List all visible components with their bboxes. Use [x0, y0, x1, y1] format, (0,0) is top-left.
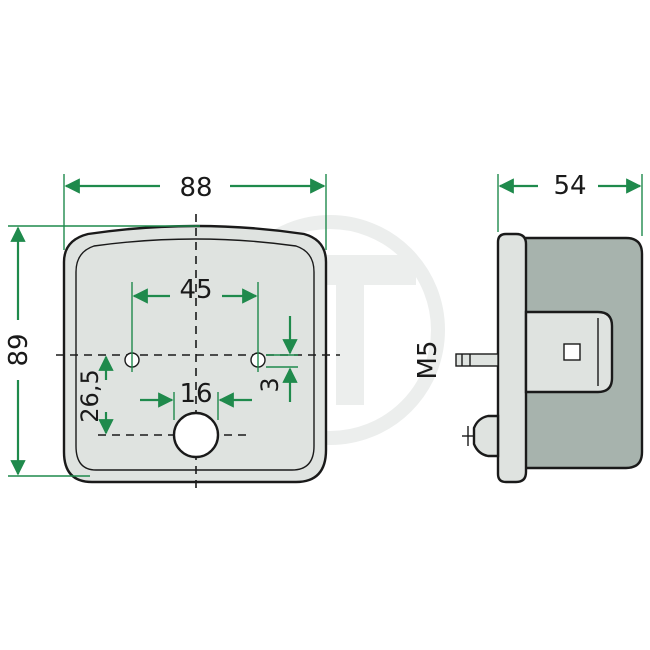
side-view: 54 M5: [413, 171, 644, 484]
depth-label: 54: [553, 171, 586, 201]
thread-label: M5: [413, 341, 443, 380]
hole-diameter-label: 16: [179, 379, 212, 409]
vertical-offset-label: 26,5: [76, 369, 104, 422]
front-lens: [75, 238, 315, 471]
width-label: 88: [179, 173, 212, 203]
m5-stud: [455, 353, 499, 367]
height-label: 89: [4, 333, 34, 366]
cable-hole: [172, 411, 220, 459]
front-housing-outer: [62, 224, 328, 484]
front-view: 88 89 45 16 3 26,5: [4, 173, 340, 490]
offset-label: 3: [256, 377, 284, 392]
side-bezel: [496, 232, 528, 484]
hole-spacing-label: 45: [179, 275, 212, 305]
cable-gland: [472, 414, 500, 458]
connector-slot: [563, 343, 581, 361]
